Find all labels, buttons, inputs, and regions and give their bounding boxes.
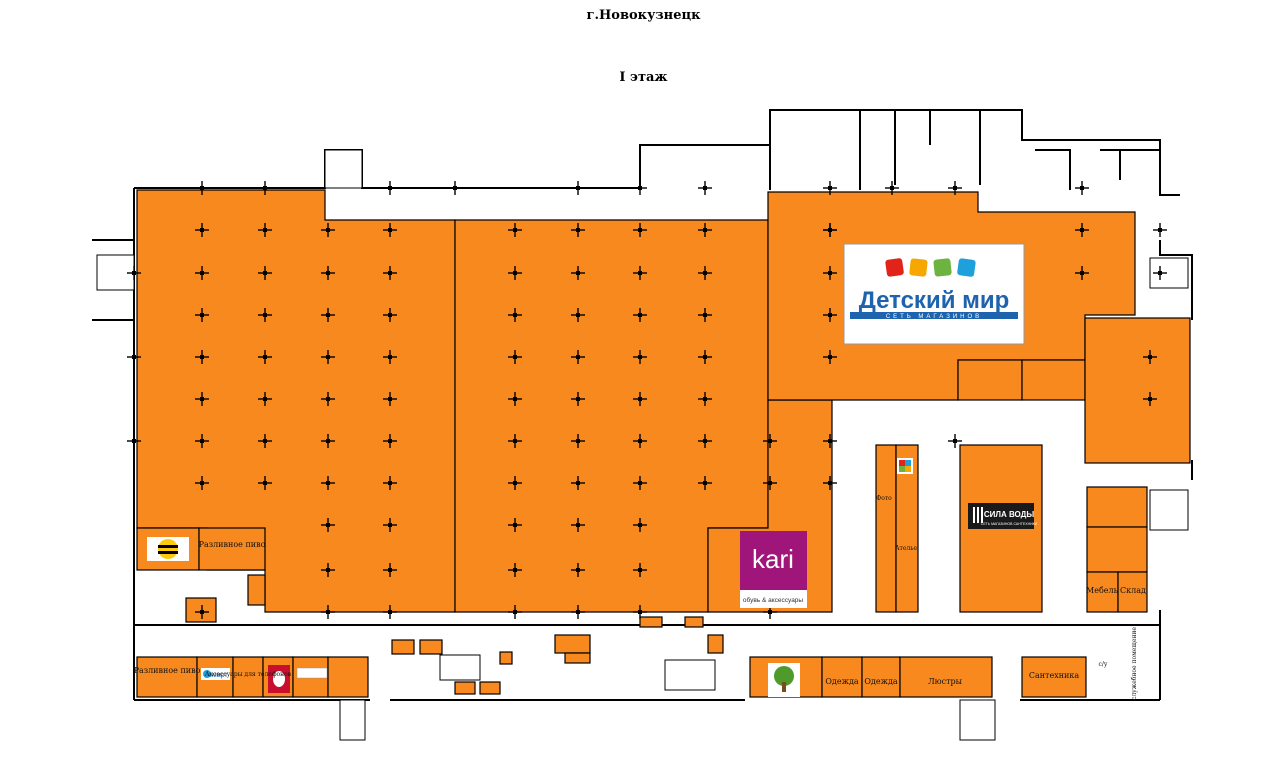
sila-vody-name: СИЛА ВОДЫ <box>984 510 1035 519</box>
city-title: г.Новокузнецк <box>586 8 701 23</box>
label-plumbing: Сантехника <box>1029 671 1080 680</box>
label-atelier: Ателье <box>895 545 917 552</box>
shop-area-chandeliers <box>899 656 993 698</box>
label-photo: Фото <box>876 495 892 502</box>
kari-tagline: обувь & аксессуары <box>743 596 804 604</box>
tree-logo <box>768 663 800 697</box>
smart-name: смарт <box>208 672 228 679</box>
shop-area-clothes-1 <box>821 656 863 698</box>
kari-name: kari <box>752 544 794 574</box>
shop-area-furniture <box>1086 571 1119 613</box>
shop-area-draft-beer-top <box>198 527 266 571</box>
floor-title: I этаж <box>619 70 668 85</box>
shop-area-kiosk-7 <box>454 681 476 695</box>
label-draft-beer-bottom: Разливное пиво <box>134 666 201 675</box>
label-chandeliers: Люстры <box>928 677 963 686</box>
shop-area-right <box>1084 317 1191 464</box>
shop-area-kiosk-9 <box>639 616 663 628</box>
label-draft-beer-top: Разливное пиво <box>199 540 266 549</box>
sila-vody-tagline: СЕТЬ МАГАЗИНОВ САНТЕХНИКИ <box>981 522 1038 526</box>
label-warehouse: Склад <box>1120 586 1146 595</box>
shop-area-kiosk-4 <box>499 651 513 665</box>
shop-area-photo <box>875 444 897 613</box>
beeline-logo <box>147 537 189 561</box>
stairs <box>96 149 1189 741</box>
smart-logo: смарт <box>201 668 230 680</box>
shop-area-kiosk-11 <box>707 634 724 654</box>
shop-area-kiosk-2 <box>391 639 415 655</box>
shop-area-bottom-right <box>327 656 369 698</box>
shop-area-warehouse <box>1117 571 1148 613</box>
shop-area-atelier <box>895 444 919 613</box>
shop-area-kiosk-3 <box>419 639 443 655</box>
label-clothes-2: Одежда <box>864 677 898 686</box>
shop-area-draft-beer-bottom <box>136 656 198 698</box>
shop-area-small-2 <box>1021 359 1086 401</box>
detsky-mir-name: Детский мир <box>859 287 1010 314</box>
shop-areas <box>136 189 1191 698</box>
shop-labels: Разливное пиво Разливное пиво Аксессуары… <box>134 495 1146 700</box>
shop-area-kiosk-8 <box>479 681 501 695</box>
shop-area-kiosk-10 <box>684 616 704 628</box>
shop-area-clothes-2 <box>861 656 901 698</box>
shop-area-plumbing <box>1021 656 1087 698</box>
detsky-mir-logo: Детский мир СЕТЬ МАГАЗИНОВ <box>843 243 1025 345</box>
label-service-room: служебное помещение <box>1131 627 1138 700</box>
shop-area-right-upper <box>1086 486 1148 528</box>
sila-vody-logo: СИЛА ВОДЫ СЕТЬ МАГАЗИНОВ САНТЕХНИКИ <box>968 503 1038 529</box>
detsky-mir-tagline: СЕТЬ МАГАЗИНОВ <box>886 314 982 320</box>
shop-area-left-small <box>247 574 266 606</box>
shop-area-small-1 <box>957 359 1023 401</box>
shop-area-right-mid <box>1086 526 1148 573</box>
small-sign <box>296 667 328 679</box>
label-wc: с/у <box>1099 661 1108 668</box>
label-phone-accessories: Аксессуары для телефонов <box>205 671 292 678</box>
shop-area-kiosk-5 <box>554 634 591 654</box>
shop-area-kiosk-6 <box>564 652 591 664</box>
label-clothes-1: Одежда <box>825 677 859 686</box>
kari-logo: kari обувь & аксессуары <box>740 531 807 608</box>
label-furniture: Мебель <box>1086 586 1119 595</box>
egg-logo <box>268 665 290 693</box>
photo-shop-icon <box>897 458 913 474</box>
